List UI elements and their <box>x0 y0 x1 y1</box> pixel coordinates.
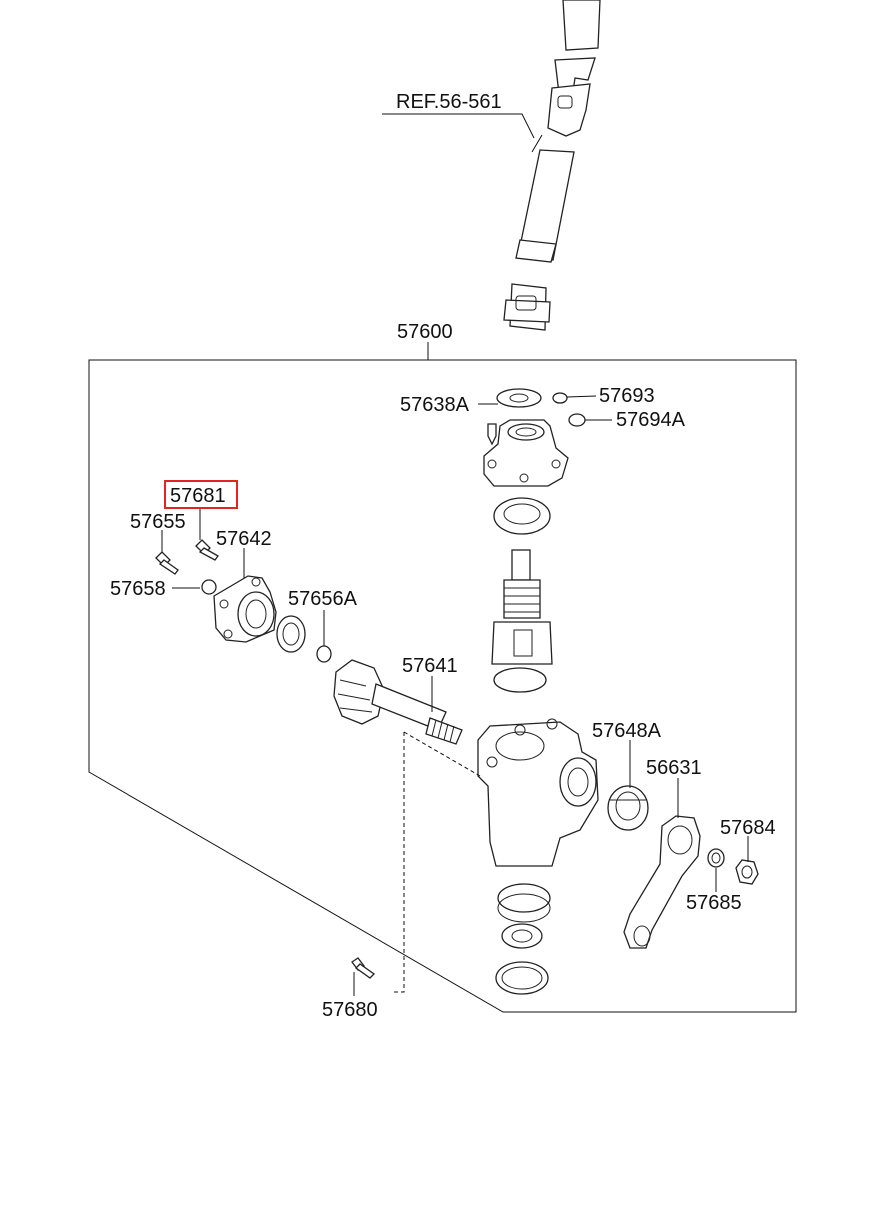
highlight-box-57681 <box>164 480 238 509</box>
label-57681[interactable]: 57681 <box>170 485 226 507</box>
valve-housing-cover[interactable] <box>483 388 586 487</box>
assembly-boundary <box>88 359 797 1013</box>
label-57655[interactable]: 57655 <box>130 511 186 533</box>
nut-57684[interactable] <box>735 859 759 885</box>
nut-57658[interactable] <box>201 579 217 595</box>
seal-ring-upper[interactable] <box>493 497 551 535</box>
assembly-guide-dashed <box>394 731 481 993</box>
steering-shaft[interactable] <box>503 0 601 331</box>
label-ref[interactable]: REF.56-561 <box>396 91 502 113</box>
label-57694a[interactable]: 57694A <box>616 409 686 431</box>
label-57638a[interactable]: 57638A <box>400 394 470 416</box>
pitman-arm[interactable] <box>623 815 701 949</box>
label-57684[interactable]: 57684 <box>720 817 776 839</box>
label-56631[interactable]: 56631 <box>646 757 702 779</box>
label-57658[interactable]: 57658 <box>110 578 166 600</box>
label-57693[interactable]: 57693 <box>599 385 655 407</box>
valve-spool[interactable] <box>491 549 553 693</box>
lower-seal[interactable] <box>497 883 551 923</box>
seal-57648a[interactable] <box>607 785 649 831</box>
leader-57693 <box>566 395 597 398</box>
leader-ref <box>382 113 535 139</box>
snap-ring[interactable] <box>495 961 549 995</box>
label-57656a[interactable]: 57656A <box>288 588 358 610</box>
seal-57656a-large[interactable] <box>276 615 306 653</box>
bolt-57680[interactable] <box>351 957 376 979</box>
label-57680[interactable]: 57680 <box>322 999 378 1021</box>
label-57685[interactable]: 57685 <box>686 892 742 914</box>
bolt-57681[interactable] <box>195 539 219 561</box>
label-57642[interactable]: 57642 <box>216 528 272 550</box>
lower-bearing[interactable] <box>501 923 543 949</box>
seal-57656a-small[interactable] <box>316 645 332 663</box>
bolt-57655[interactable] <box>155 551 179 575</box>
label-57648a[interactable]: 57648A <box>592 720 662 742</box>
gear-housing[interactable] <box>477 718 599 867</box>
label-57641[interactable]: 57641 <box>402 655 458 677</box>
label-assembly[interactable]: 57600 <box>397 321 453 343</box>
washer-57685[interactable] <box>707 848 725 868</box>
sector-shaft[interactable] <box>333 659 463 745</box>
side-cover-plate[interactable] <box>213 575 277 643</box>
